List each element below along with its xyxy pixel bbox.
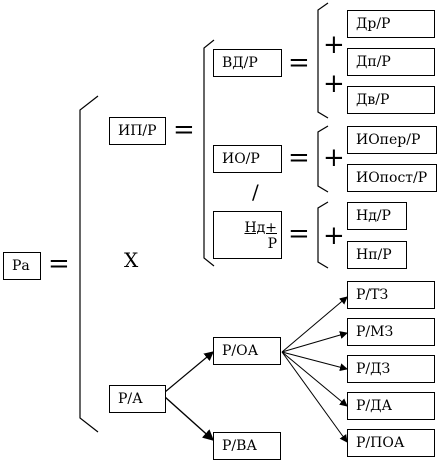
vd-child-dp: Дп/Р [347, 48, 435, 76]
plus-vd-2: + [323, 69, 345, 99]
arrow-ra-va [164, 396, 215, 441]
ip-equals: = [173, 115, 195, 145]
nd-fraction-box: Нд+ Р [213, 211, 282, 259]
main-bracket [79, 95, 99, 433]
ip-box: ИП/Р [109, 117, 166, 145]
vd-child-dr: Др/Р [347, 10, 435, 38]
arrow-oa-da [281, 351, 348, 407]
divide-slash: / [252, 180, 259, 204]
va-box: Р/ВА [213, 432, 281, 460]
nd-child-nd: Нд/Р [347, 202, 407, 230]
nd-numerator: Нд+ [244, 220, 277, 236]
arrow-oa-mz [281, 331, 348, 353]
ip-bracket [203, 39, 215, 267]
io-bracket [317, 125, 329, 193]
plus-io: + [323, 143, 345, 173]
io-box: ИО/Р [213, 145, 282, 173]
oa-child-dz: Р/ДЗ [347, 355, 435, 383]
vd-child-dv: Дв/Р [347, 86, 435, 114]
arrow-oa-poa [281, 351, 348, 443]
oa-child-poa: Р/ПОА [347, 429, 435, 457]
times-sign: X [124, 248, 139, 272]
nd-bracket [317, 201, 329, 269]
plus-vd-1: + [323, 30, 345, 60]
io-equals: = [288, 143, 310, 173]
nd-child-np: Нп/Р [347, 241, 407, 269]
root-box: Ра [3, 252, 41, 280]
root-equals: = [48, 249, 70, 279]
arrow-oa-dz [281, 351, 348, 372]
arrow-oa-tz [281, 296, 348, 353]
io-child-post: ИОпост/Р [347, 164, 437, 192]
nd-denominator: Р [267, 236, 277, 252]
plus-nd: + [323, 221, 345, 251]
vd-bracket [317, 2, 329, 119]
ra-box: Р/А [109, 385, 166, 413]
nd-equals: = [288, 219, 310, 249]
vd-equals: = [288, 48, 310, 78]
io-child-oper: ИОпер/Р [347, 126, 437, 154]
oa-child-da: Р/ДА [347, 392, 435, 420]
oa-box: Р/ОА [213, 337, 281, 365]
arrow-ra-oa [164, 351, 214, 393]
oa-child-tz: Р/ТЗ [347, 281, 435, 309]
oa-child-mz: Р/МЗ [347, 318, 435, 346]
vd-box: ВД/Р [213, 49, 282, 77]
